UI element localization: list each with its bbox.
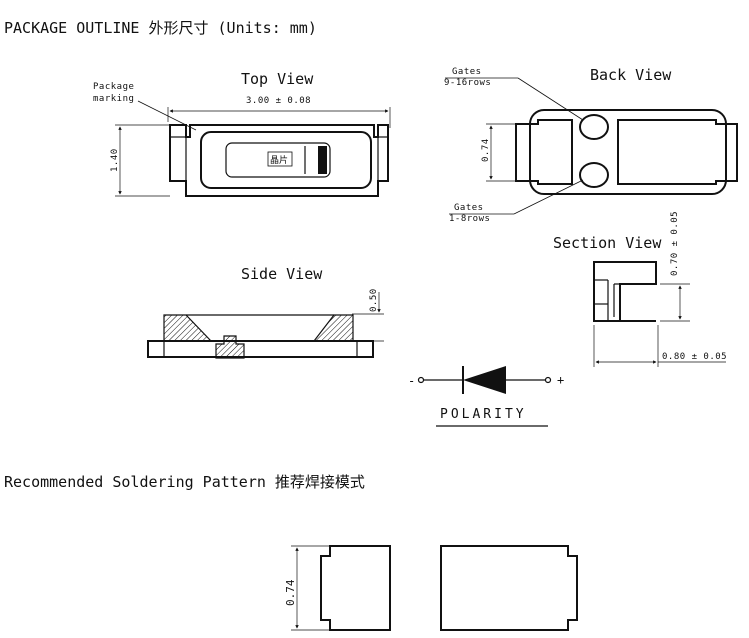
side-base [147,340,374,358]
section-height-dim: 0.70 ± 0.05 [670,211,680,276]
top-width-dim: 3.00 ± 0.08 [246,96,311,106]
side-view-title: Side View [241,265,323,283]
gates-bottom-label-line2: 1-8rows [449,214,490,224]
back-view-outline [529,109,727,195]
section-width-dim: 0.80 ± 0.05 [662,352,727,362]
soldering-title: Recommended Soldering Pattern 推荐焊接模式 [4,473,365,491]
diode-triangle [463,366,506,394]
page-title: PACKAGE OUTLINE 外形尺寸 (Units: mm) [4,19,317,37]
top-view-outline [169,124,389,197]
polarity-plus: + [557,373,564,387]
section-view-outline [593,261,657,322]
top-view-title: Top View [241,70,314,88]
gates-top-label-line2: 9-16rows [444,78,491,88]
side-height-dim: 0.50 [369,288,379,312]
package-marking-label-line2: marking [93,94,134,104]
gate-top [579,114,609,140]
side-view: Side View 0.50 [147,265,384,359]
section-view: Section View 0.70 ± 0.05 0.80 ± 0.05 [553,211,727,367]
back-view-left-pad [515,119,573,185]
back-view: Back View Gates 9-16rows Gates 1-8rows 0… [444,66,738,224]
side-right-wall [312,314,354,342]
package-marking-leader [137,100,197,131]
top-height-dim: 1.40 [110,148,120,172]
back-view-title: Back View [590,66,672,84]
pattern-height-dim: 0.74 [284,579,297,606]
chip-mark: 晶片 [270,154,288,166]
polarity-symbol: - + POLARITY [408,366,564,427]
section-view-title: Section View [553,234,662,252]
pattern-left-pad [320,545,391,631]
top-view: Top View Package marking 3.00 ± 0.08 1.4… [93,70,391,197]
polarity-minus: - [408,374,415,388]
gate-bottom [579,162,609,188]
package-marking-label-line1: Package [93,82,134,92]
top-view-chip [225,142,331,178]
back-height-dim: 0.74 [481,138,491,162]
top-view-marking-bar [318,146,327,174]
side-left-wall [163,314,213,342]
pattern-right-pad [440,545,578,631]
top-view-window [200,131,372,189]
gates-top-label-line1: Gates [452,67,482,77]
gates-bottom-label-line1: Gates [454,203,484,213]
back-view-right-pad [617,119,738,185]
chip-mark-box [267,151,293,167]
side-chip [215,335,245,359]
polarity-label: POLARITY [440,407,527,422]
soldering-pattern: Recommended Soldering Pattern 推荐焊接模式 0.7… [4,473,578,631]
